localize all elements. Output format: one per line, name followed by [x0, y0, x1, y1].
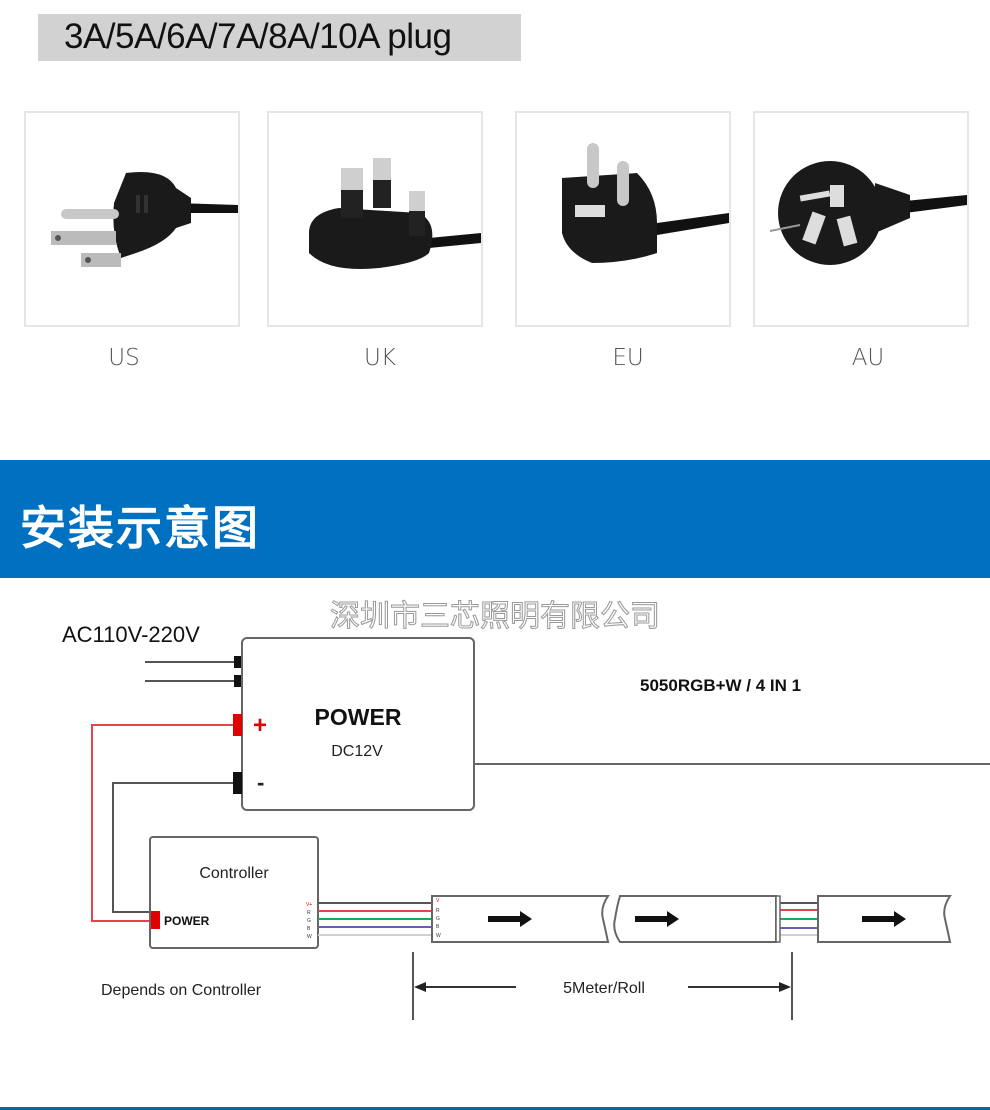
rgbw-wires: [318, 902, 432, 936]
length-label: 5Meter/Roll: [563, 980, 645, 997]
plug-label-uk: UK: [364, 345, 396, 371]
controller-power-label: POWER: [164, 914, 210, 928]
controller-title: Controller: [199, 865, 269, 882]
strip-pin-b: B: [436, 924, 440, 930]
strip-pin-g: G: [436, 916, 440, 922]
arrow-right-icon: [635, 911, 679, 927]
arrow-left-icon: [414, 982, 426, 992]
minus-terminal: [233, 772, 242, 794]
controller-pin-b: B: [307, 926, 311, 932]
minus-sign: -: [257, 770, 264, 795]
arrow-right-icon: [862, 911, 906, 927]
positive-wire: [91, 724, 233, 922]
controller-pin-w: W: [307, 934, 312, 940]
strip-pin-r: R: [436, 908, 440, 914]
installation-diagram: 深圳市三芯照明有限公司 AC110V-220V POWER DC12V + - …: [62, 599, 990, 1020]
segment-connector-wires: [780, 902, 818, 936]
plug-label-us: US: [108, 345, 140, 371]
bottom-divider: [0, 1107, 990, 1110]
au-plug-icon: [769, 161, 967, 265]
ac-input-label: AC110V-220V: [62, 622, 200, 647]
ac-terminal-2: [234, 675, 242, 687]
strip-pin-w: W: [436, 933, 441, 939]
controller-pin-v: V+: [306, 902, 312, 908]
arrow-right-icon: [779, 982, 791, 992]
controller-pin-g: G: [307, 918, 311, 924]
plug-title-bar: 3A/5A/6A/7A/8A/10A plug: [38, 14, 521, 61]
controller-pin-r: R: [307, 910, 311, 916]
plug-card-eu: [515, 111, 731, 327]
controller-note: Depends on Controller: [101, 982, 262, 999]
plug-card-uk: [267, 111, 483, 327]
uk-plug-icon: [309, 158, 481, 269]
plug-title: 3A/5A/6A/7A/8A/10A plug: [64, 17, 452, 56]
ac-terminal-1: [234, 656, 242, 668]
plug-label-au: AU: [851, 345, 885, 371]
svg-text:·: ·: [770, 900, 772, 906]
plug-card-us: [24, 111, 240, 327]
plus-terminal: [233, 714, 242, 736]
arrow-right-icon: [488, 911, 532, 927]
negative-wire: [112, 782, 233, 913]
controller-box: [149, 836, 319, 949]
power-title: POWER: [315, 704, 402, 730]
banner-title: 安装示意图: [20, 501, 260, 555]
controller-power-terminal: [151, 911, 160, 929]
plus-sign: +: [253, 712, 267, 739]
power-voltage: DC12V: [331, 743, 383, 760]
strip-type-label: 5050RGB+W / 4 IN 1: [640, 676, 801, 695]
section-banner: 安装示意图: [0, 460, 990, 578]
us-plug-icon: [51, 172, 238, 267]
eu-plug-icon: [562, 143, 729, 263]
watermark: 深圳市三芯照明有限公司: [330, 599, 660, 634]
plug-card-au: [753, 111, 969, 327]
strip-pin-v: V: [436, 898, 440, 904]
plug-label-eu: EU: [612, 345, 644, 371]
strip-segment-2: [613, 895, 777, 943]
